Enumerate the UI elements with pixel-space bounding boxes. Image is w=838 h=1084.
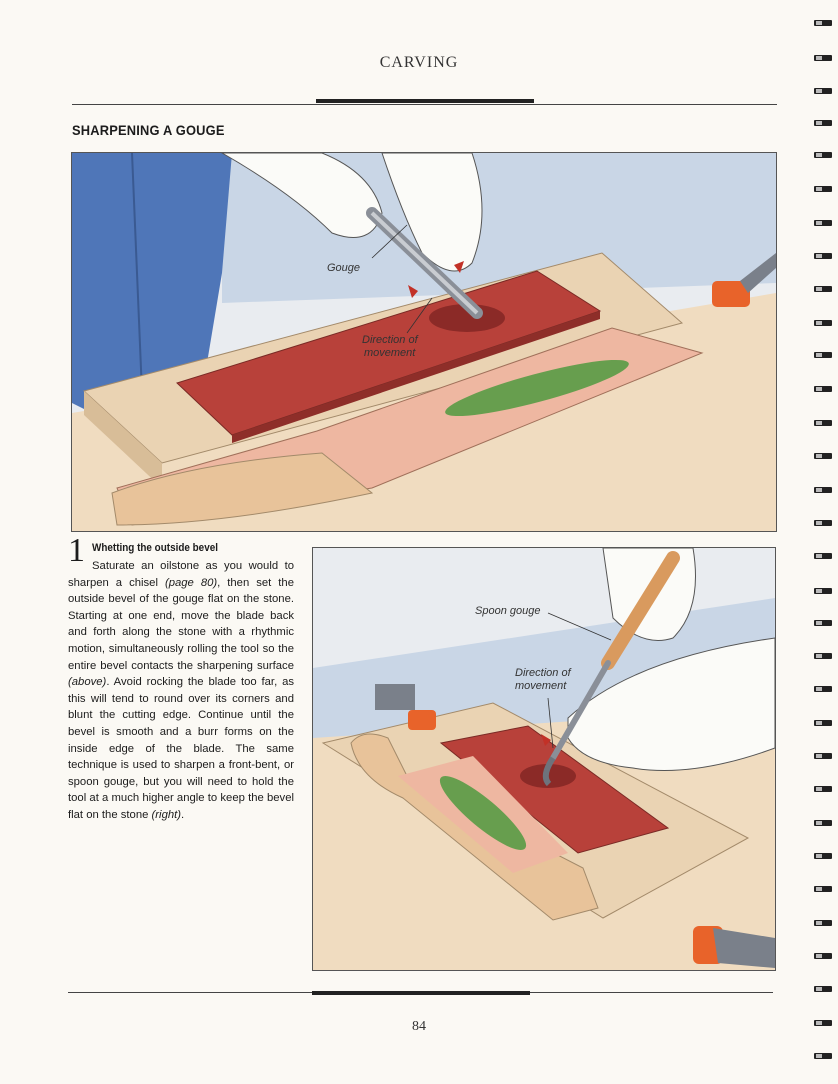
spoon-gouge-sharpening-illustration: Spoon gouge Direction of movement xyxy=(312,547,776,971)
direction-label-line2: movement xyxy=(364,347,416,359)
direction-label-line1: Direction of xyxy=(362,334,419,346)
step-heading: Whetting the outside bevel xyxy=(92,542,218,554)
section-title: SHARPENING A GOUGE xyxy=(72,122,225,138)
footer-rule-accent xyxy=(312,991,530,995)
page-number: 84 xyxy=(412,1019,426,1034)
direction-label-line1: Direction of xyxy=(515,667,572,679)
step-number: 1 xyxy=(68,532,85,569)
spoon-gouge-label: Spoon gouge xyxy=(475,605,540,617)
running-head: CARVING xyxy=(379,54,459,71)
direction-label-line2: movement xyxy=(515,680,567,692)
gouge-sharpening-illustration: Gouge Direction of movement xyxy=(71,152,777,532)
spiral-binding xyxy=(808,0,838,1084)
header-rule-accent xyxy=(316,99,534,103)
gouge-label: Gouge xyxy=(327,262,360,274)
header-rule xyxy=(72,104,777,105)
step-body: Saturate an oilstone as you would to sha… xyxy=(68,560,294,821)
